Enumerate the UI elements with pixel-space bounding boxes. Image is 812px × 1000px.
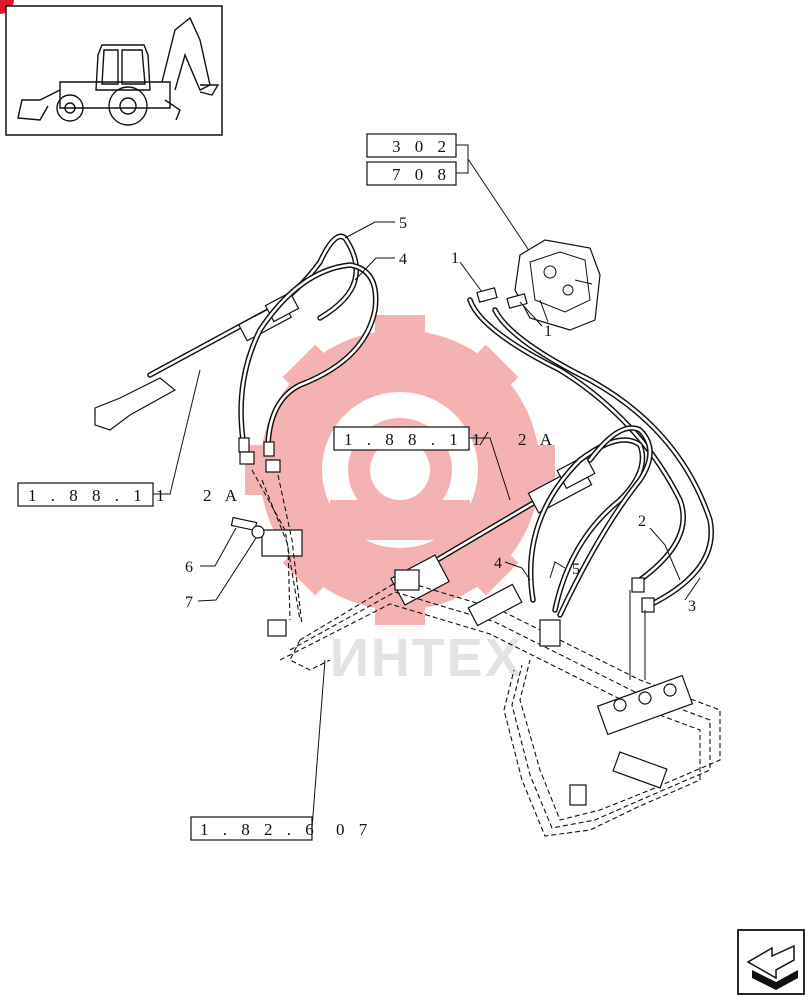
ref-1-88-11-mid[interactable]: 1 . 8 8 . 1 1 bbox=[333, 426, 486, 451]
machine-thumbnail bbox=[5, 5, 223, 136]
callout-7: 7 bbox=[185, 594, 193, 611]
watermark-text: ИНТЕХ bbox=[330, 628, 523, 688]
next-page-button[interactable] bbox=[737, 929, 805, 995]
callout-1-b: 1 bbox=[544, 323, 552, 340]
hose-4-mid bbox=[527, 437, 646, 613]
ref-1-88-11-mid-suffix: 2 A bbox=[518, 430, 557, 449]
control-valve bbox=[514, 239, 601, 331]
callout-2: 2 bbox=[638, 513, 646, 530]
callout-3: 3 bbox=[688, 598, 696, 615]
callout-6: 6 bbox=[185, 559, 193, 576]
hose-fittings-left bbox=[238, 437, 303, 626]
ref-302[interactable]: 3 0 2 bbox=[366, 133, 457, 158]
hose-3 bbox=[492, 307, 714, 608]
ref-1-88-11-mid-text: 1 . 8 8 . 1 1 bbox=[344, 430, 486, 449]
clamp-7 bbox=[251, 525, 265, 539]
lower-pipe-run bbox=[267, 569, 721, 837]
ref-1-82-6[interactable]: 1 . 8 2 . 6 bbox=[190, 816, 319, 841]
ref-302-leader bbox=[456, 144, 531, 253]
callout-1-a: 1 bbox=[451, 250, 459, 267]
ref-1-88-11-left-text: 1 . 8 8 . 1 1 bbox=[28, 486, 170, 505]
ref-708[interactable]: 7 0 8 bbox=[366, 161, 457, 186]
ref-1-88-11-left-suffix: 2 A bbox=[203, 486, 242, 505]
callout-4-top: 4 bbox=[399, 251, 407, 268]
ref-left-leader bbox=[153, 369, 201, 495]
ref-1-82-6-text: 1 . 8 2 . 6 bbox=[200, 820, 319, 839]
cylinder-mid bbox=[390, 454, 596, 606]
next-page-arrow-icon bbox=[746, 944, 798, 990]
ref-1-82-6-leader bbox=[311, 659, 326, 829]
ref-1-82-6-suffix: 0 7 bbox=[336, 820, 372, 839]
hose-5-mid bbox=[557, 425, 653, 618]
ref-1-88-11-left[interactable]: 1 . 8 8 . 1 1 bbox=[17, 482, 170, 507]
ref-708-text: 7 0 8 bbox=[392, 165, 451, 184]
ref-302-text: 3 0 2 bbox=[392, 137, 451, 156]
callout-5-mid: 5 bbox=[572, 561, 580, 578]
callout-4-mid: 4 bbox=[494, 555, 502, 572]
backhoe-loader-icon bbox=[17, 16, 220, 126]
callout-5-top: 5 bbox=[399, 215, 407, 232]
ref-mid-leader bbox=[469, 437, 511, 501]
hose-4-upper bbox=[238, 262, 379, 448]
